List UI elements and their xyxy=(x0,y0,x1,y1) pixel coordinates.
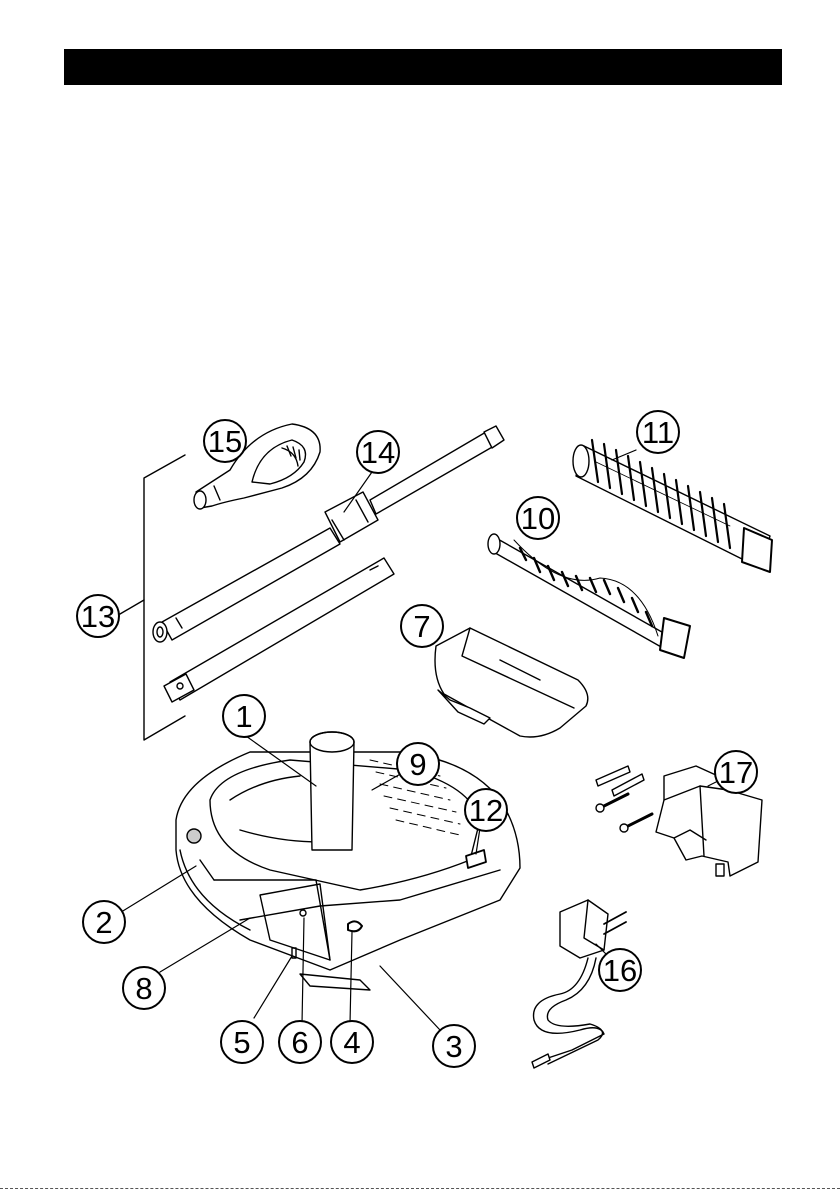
callout-12: 12 xyxy=(464,788,508,832)
callout-13: 13 xyxy=(76,594,120,638)
sweeper-body-illustration xyxy=(176,732,520,990)
callout-5: 5 xyxy=(220,1020,264,1064)
leader-lines xyxy=(118,450,720,1030)
page-bottom-rule xyxy=(0,1188,840,1189)
dirt-tray-illustration xyxy=(435,628,588,737)
callout-14: 14 xyxy=(356,430,400,474)
callout-3: 3 xyxy=(432,1024,476,1068)
roller-brush-illustration xyxy=(573,440,772,572)
callout-15: 15 xyxy=(203,419,247,463)
callout-9: 9 xyxy=(396,742,440,786)
callout-17: 17 xyxy=(714,750,758,794)
callout-8: 8 xyxy=(122,966,166,1010)
spiral-brush-illustration xyxy=(488,534,690,658)
callout-4: 4 xyxy=(330,1020,374,1064)
callout-10: 10 xyxy=(516,496,560,540)
callout-6: 6 xyxy=(278,1020,322,1064)
callout-11: 11 xyxy=(636,410,680,454)
callout-7: 7 xyxy=(400,604,444,648)
callout-16: 16 xyxy=(598,948,642,992)
screws-dowels-illustration xyxy=(596,766,652,832)
callout-1: 1 xyxy=(222,694,266,738)
callout-2: 2 xyxy=(82,900,126,944)
